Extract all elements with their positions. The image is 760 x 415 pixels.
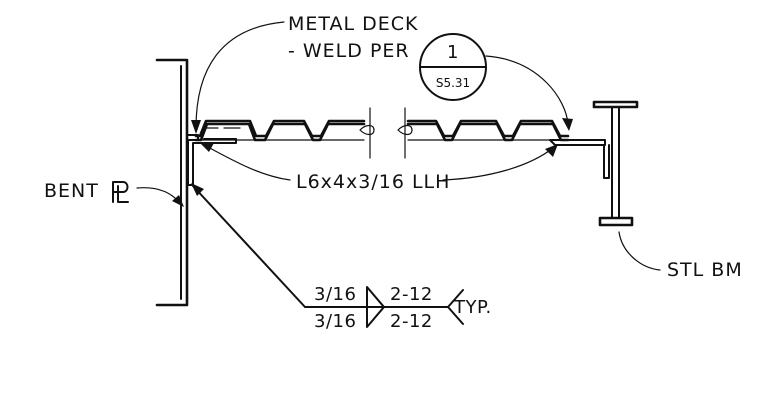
weld-size-arrow-side: 3/16 bbox=[314, 284, 356, 305]
detail-bubble: 1 S5.31 bbox=[419, 33, 487, 101]
weld-size-other-side: 3/16 bbox=[314, 311, 356, 332]
break-lines bbox=[359, 107, 413, 159]
angle-label: L6x4x3/16 LLH bbox=[296, 171, 450, 193]
weld-symbol: 3/16 2-12 3/16 2-12 TYP. bbox=[191, 183, 492, 332]
detail-number: 1 bbox=[447, 42, 459, 63]
bent-plate bbox=[155, 58, 199, 307]
plate-symbol-icon bbox=[112, 181, 129, 203]
metal-deck-label-line1: METAL DECK bbox=[288, 13, 419, 35]
bent-plate-label: BENT bbox=[44, 180, 99, 202]
weld-tail-note: TYP. bbox=[453, 297, 492, 318]
steel-beam bbox=[549, 100, 639, 227]
steel-beam-label: STL BM bbox=[667, 259, 743, 281]
weld-length-arrow-side: 2-12 bbox=[390, 284, 433, 305]
weld-length-other-side: 2-12 bbox=[390, 311, 433, 332]
metal-deck-right bbox=[406, 119, 570, 142]
metal-deck-label-line2: - WELD PER bbox=[288, 40, 410, 62]
detail-sheet: S5.31 bbox=[436, 76, 470, 90]
leader-lines bbox=[136, 21, 661, 271]
left-angle bbox=[187, 134, 237, 186]
metal-deck-left bbox=[194, 119, 366, 142]
